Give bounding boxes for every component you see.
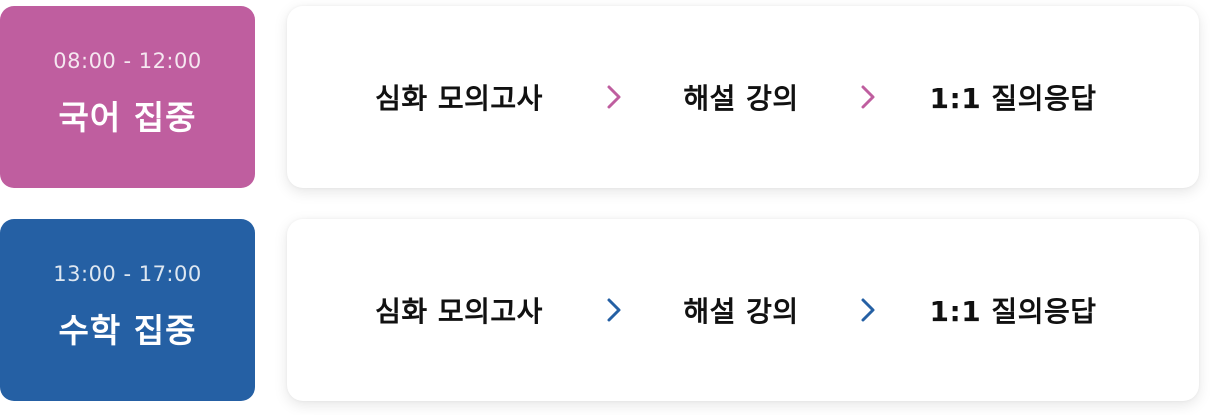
- steps-card: 심화 모의고사 해설 강의 1:1 질의응답: [287, 219, 1199, 401]
- schedule-row-math: 13:00 - 17:00 수학 집중 심화 모의고사 해설 강의 1:1 질의…: [0, 219, 1210, 401]
- step-qna: 1:1 질의응답: [929, 295, 1097, 328]
- chevron-right-icon: [607, 85, 621, 109]
- chevron-right-icon: [861, 85, 875, 109]
- subject-title: 국어 집중: [58, 98, 197, 137]
- schedule-row-korean: 08:00 - 12:00 국어 집중 심화 모의고사 해설 강의 1:1 질의…: [0, 6, 1210, 188]
- steps-card: 심화 모의고사 해설 강의 1:1 질의응답: [287, 6, 1199, 188]
- chevron-right-icon: [607, 298, 621, 322]
- step-explanation-lecture: 해설 강의: [683, 82, 799, 115]
- step-mock-exam: 심화 모의고사: [375, 295, 543, 328]
- subject-title: 수학 집중: [58, 311, 197, 350]
- time-block: 13:00 - 17:00 수학 집중: [0, 219, 255, 401]
- time-range: 13:00 - 17:00: [53, 262, 202, 286]
- step-mock-exam: 심화 모의고사: [375, 82, 543, 115]
- chevron-right-icon: [861, 298, 875, 322]
- step-explanation-lecture: 해설 강의: [683, 295, 799, 328]
- step-qna: 1:1 질의응답: [929, 82, 1097, 115]
- time-block: 08:00 - 12:00 국어 집중: [0, 6, 255, 188]
- time-range: 08:00 - 12:00: [53, 49, 202, 73]
